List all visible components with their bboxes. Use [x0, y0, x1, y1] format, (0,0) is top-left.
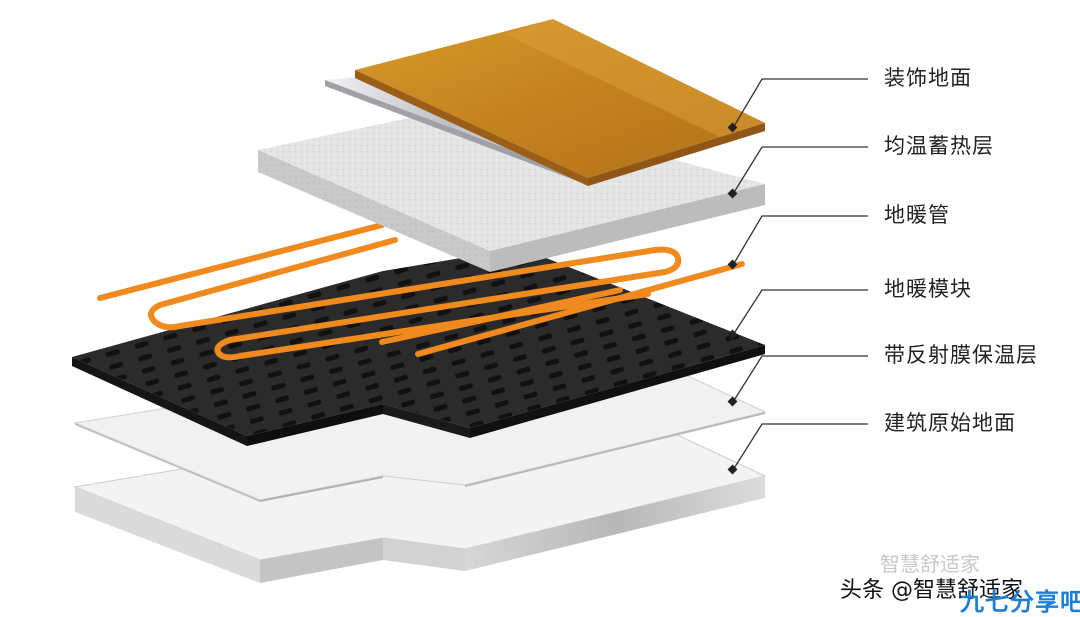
watermark-top: 智慧舒适家 — [880, 552, 980, 576]
leader-heat-storage — [732, 146, 868, 195]
label-base-floor: 建筑原始地面 — [884, 411, 1016, 435]
heating-pipe-layer — [97, 222, 745, 361]
label-insulation: 带反射膜保温层 — [884, 343, 1038, 367]
watermark-bottom: 头条 @智慧舒适家 — [840, 578, 1023, 603]
label-heating-pipe: 地暖管 — [884, 203, 950, 227]
leader-decor-floor — [732, 78, 868, 129]
leader-heating-module — [732, 289, 868, 336]
decor-floor-layer — [355, 19, 765, 186]
leader-markers — [727, 122, 738, 475]
heat-storage-layer — [258, 105, 765, 272]
leader-base-floor — [732, 423, 868, 471]
leader-insulation — [732, 355, 868, 403]
leader-lines — [732, 78, 868, 471]
label-heating-module: 地暖模块 — [884, 277, 972, 301]
label-heat-storage: 均温蓄热层 — [884, 134, 994, 158]
watermark-logo: 九七分享吧 — [960, 588, 1080, 616]
label-decor-floor: 装饰地面 — [884, 66, 972, 90]
leader-heating-pipe — [732, 215, 868, 266]
